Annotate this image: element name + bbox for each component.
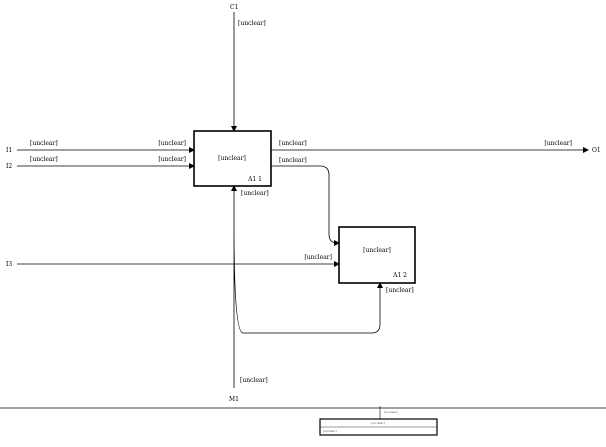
mechanism-bottom[interactable]: [unclear] M1 bbox=[229, 377, 268, 403]
activity-box-1[interactable]: [unclear] A1 1 bbox=[193, 130, 272, 187]
footer-node-label: [unclear] bbox=[384, 410, 398, 414]
input-2-left-label: [unclear] bbox=[30, 156, 58, 163]
input-2-right-label: [unclear] bbox=[158, 156, 186, 163]
input-arrow-3[interactable]: I3 [unclear] bbox=[6, 254, 340, 268]
activity-box-1-name: [unclear] bbox=[218, 155, 246, 162]
control-code: C1 bbox=[230, 4, 238, 11]
mechanism-1-label: [unclear] bbox=[241, 190, 269, 197]
output-1-right-label: [unclear] bbox=[544, 140, 572, 147]
input-1-left-label: [unclear] bbox=[30, 140, 58, 147]
output-1-left-label: [unclear] bbox=[279, 140, 307, 147]
activity-box-2-number: A1 2 bbox=[392, 272, 407, 279]
input-3-label: [unclear] bbox=[304, 254, 332, 261]
activity-box-2-name: [unclear] bbox=[363, 247, 391, 254]
output-2-label: [unclear] bbox=[279, 157, 307, 164]
mechanism-arrow-2[interactable]: [unclear] bbox=[233, 225, 414, 388]
footer-number: [unclear] bbox=[323, 429, 337, 433]
mechanism-bottom-label: [unclear] bbox=[240, 377, 268, 384]
input-code-mid: I2 bbox=[6, 163, 12, 170]
activity-box-2[interactable]: [unclear] A1 2 bbox=[338, 226, 416, 284]
mechanism-code: M1 bbox=[229, 396, 239, 403]
input-arrow-1[interactable]: I1 [unclear] [unclear] bbox=[6, 140, 195, 154]
footer-title: [unclear] bbox=[371, 421, 385, 425]
activity-box-1-frame bbox=[193, 130, 272, 187]
input-1-right-label: [unclear] bbox=[158, 140, 186, 147]
input-code-bottom: I3 bbox=[6, 261, 12, 268]
control-arrow[interactable]: C1 [unclear] bbox=[230, 4, 266, 132]
activity-box-1-number: A1 1 bbox=[247, 176, 262, 183]
footer-node-panel[interactable]: [unclear] [unclear] [unclear] bbox=[319, 406, 438, 436]
output-arrow-1[interactable]: O1 [unclear] [unclear] bbox=[271, 140, 601, 154]
input-arrow-2[interactable]: I2 [unclear] [unclear] bbox=[6, 156, 195, 170]
output-arrow-2[interactable]: [unclear] bbox=[271, 157, 340, 246]
mechanism-arrow-1[interactable]: [unclear] bbox=[231, 185, 269, 226]
control-label: [unclear] bbox=[238, 20, 266, 27]
output-code: O1 bbox=[592, 147, 601, 154]
input-code-top: I1 bbox=[6, 147, 12, 154]
mechanism-2-label: [unclear] bbox=[386, 287, 414, 294]
activity-box-2-frame bbox=[338, 226, 416, 284]
